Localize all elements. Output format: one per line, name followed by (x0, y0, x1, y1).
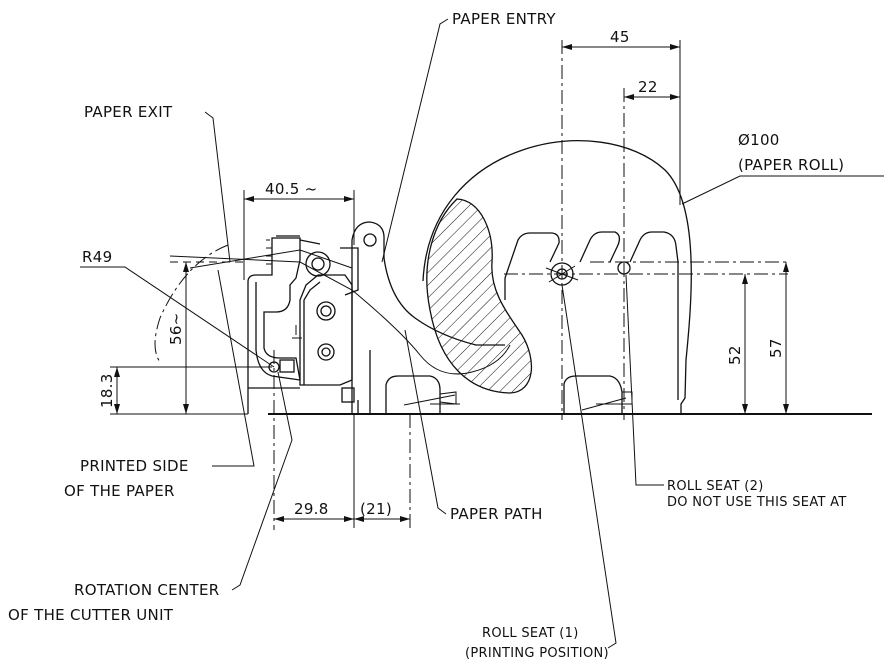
dimension-22: 22 (624, 78, 680, 100)
dim-21-text: (21) (360, 500, 392, 518)
roll-hatched-section (426, 198, 533, 394)
leader-paper-roll: Ø100 (PAPER ROLL) (681, 131, 884, 205)
label-printed-side-2: OF THE PAPER (64, 482, 175, 500)
leader-paper-path: PAPER PATH (404, 329, 543, 523)
label-roll-seat-1-a: ROLL SEAT (1) (482, 626, 579, 641)
label-r49: R49 (82, 248, 112, 266)
paper-roll (422, 140, 692, 414)
leader-paper-exit: PAPER EXIT (84, 103, 231, 263)
dim-45-text: 45 (610, 28, 630, 46)
leader-roll-seat-1: ROLL SEAT (1) (PRINTING POSITION) (465, 284, 617, 661)
dim-18-3-text: 18.3 (98, 373, 116, 408)
side-plate (351, 221, 505, 414)
dim-57-text: 57 (767, 338, 785, 358)
label-roll-seat-2-b: DO NOT USE THIS SEAT AT (667, 495, 847, 510)
dim-40-5-text: 40.5 ~ (265, 180, 318, 198)
leader-rotation-center: ROTATION CENTER OF THE CUTTER UNIT (8, 371, 293, 624)
label-printed-side-1: PRINTED SIDE (80, 457, 189, 475)
dim-52-text: 52 (726, 345, 744, 365)
dim-56-text: 56~ (167, 312, 185, 345)
label-paper-roll-dia: Ø100 (738, 131, 780, 149)
roll-holder-bracket (385, 231, 679, 414)
label-roll-seat-2-a: ROLL SEAT (2) (667, 479, 764, 494)
paper-path-line-2 (189, 249, 353, 269)
dimension-18-3: 18.3 (98, 366, 272, 415)
label-rotation-center-1: ROTATION CENTER (74, 581, 219, 599)
dimension-56: 56~ (167, 262, 189, 414)
printer-mechanism (292, 247, 359, 403)
dimension-29-8: 29.8 (274, 414, 355, 528)
leader-r49: R49 (80, 248, 275, 368)
cutter-unit (247, 235, 321, 414)
leader-printed-side: PRINTED SIDE OF THE PAPER (64, 269, 255, 500)
cutter-rotation-arc (154, 244, 229, 363)
dim-29-8-text: 29.8 (294, 500, 329, 518)
dimension-40-5: 40.5 ~ (243, 180, 355, 280)
paper-path-line (169, 255, 511, 375)
dimension-57: 57 (767, 262, 789, 414)
leader-roll-seat-2: ROLL SEAT (2) DO NOT USE THIS SEAT AT (625, 274, 847, 510)
label-paper-entry: PAPER ENTRY (452, 10, 556, 28)
label-paper-roll: (PAPER ROLL) (738, 156, 844, 174)
label-paper-exit: PAPER EXIT (84, 103, 173, 121)
dim-22-text: 22 (638, 78, 658, 96)
label-paper-path: PAPER PATH (450, 505, 543, 523)
dimension-21: (21) (354, 500, 410, 522)
leader-paper-entry: PAPER ENTRY (381, 10, 556, 263)
dimension-45: 45 (562, 28, 681, 205)
dimension-52: 52 (726, 274, 748, 414)
label-rotation-center-2: OF THE CUTTER UNIT (8, 606, 174, 624)
label-roll-seat-1-b: (PRINTING POSITION) (465, 646, 609, 661)
